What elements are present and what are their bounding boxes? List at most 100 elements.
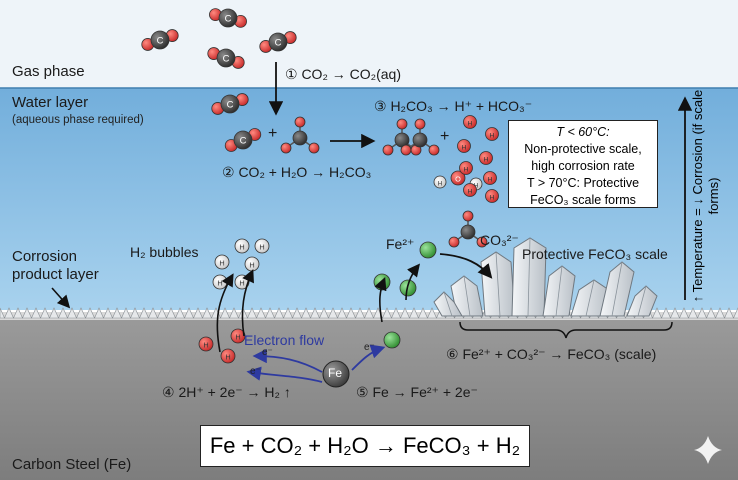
h-plus-ion-letter: H <box>225 353 230 362</box>
electron-arrow-3 <box>351 344 386 371</box>
corrosion-layer-label-1: Corrosion <box>12 248 78 265</box>
carbon-atom <box>460 224 476 240</box>
note-line-4: T > 70°C: Protective <box>526 176 640 190</box>
note-line-1: T < 60°C: <box>556 125 610 139</box>
carbon-atom <box>218 8 238 28</box>
co2-molecule: C <box>211 93 249 115</box>
plus-sign-2: + <box>440 128 450 145</box>
co2-molecule: C <box>224 128 262 152</box>
h-plus-ion <box>463 115 477 129</box>
h-plus-ion <box>485 189 499 203</box>
protective-scale-label: Protective FeCO₃ scale <box>522 246 668 262</box>
h-plus-ion-letter: H <box>490 195 495 202</box>
h-plus-ion <box>230 328 246 344</box>
electron-label-1: e⁻ <box>262 347 273 358</box>
h-plus-ion-letter: H <box>490 133 495 140</box>
corrosion-product-layer <box>0 307 738 320</box>
carbon-steel-label: Carbon Steel (Fe) <box>12 456 132 473</box>
electron-arrow-1 <box>252 348 323 373</box>
corrosion-layer-pointer <box>51 287 71 309</box>
electron-label-3: e⁻ <box>364 342 375 353</box>
oxygen-atom <box>450 170 466 186</box>
oxygen-atom-letter: O <box>455 175 461 184</box>
h-plus-ion <box>198 336 214 352</box>
h-plus-ion <box>463 183 477 197</box>
h-plus-ion-letter: H <box>484 157 489 164</box>
scale-brace <box>459 321 673 339</box>
h-plus-ion <box>220 348 236 364</box>
h-plus-ion <box>479 151 493 165</box>
hydrogen-bubble-letter: H <box>259 243 264 252</box>
carbonate-label: CO₃²⁻ <box>480 232 519 248</box>
feco3-crystals <box>433 237 658 317</box>
hydrogen-bubble <box>234 238 250 254</box>
carbon-atom <box>268 32 288 52</box>
hydrogen-bubble-letter: H <box>249 261 254 270</box>
fe2-ion <box>419 241 437 259</box>
fe-rise-arrow-2 <box>405 263 420 301</box>
carbon-atom-letter: C <box>225 14 232 25</box>
carbon-atom <box>233 130 253 150</box>
electron-flow-label: Electron flow <box>244 332 325 348</box>
oxygen-atom <box>280 142 292 154</box>
gas-phase-region <box>0 0 738 88</box>
oxygen-atom <box>400 144 412 156</box>
electron-arrow-2 <box>246 366 323 383</box>
oxygen-atom <box>414 118 426 130</box>
h-plus-ion <box>485 127 499 141</box>
h-plus-ion-letter: H <box>464 167 469 174</box>
carbon-atom-letter: C <box>275 38 282 49</box>
carbon-atom-letter: C <box>227 100 234 111</box>
note-line-5: FeCO₃ scale forms <box>530 193 636 207</box>
note-line-3: high corrosion rate <box>531 159 635 173</box>
step-4-equation: ④ 2H⁺ + 2e⁻ → H₂ ↑ <box>162 384 291 400</box>
oxygen-atom <box>382 144 394 156</box>
oxygen-atom <box>476 236 488 248</box>
h-plus-ion <box>459 161 473 175</box>
carbon-atom-letter: C <box>223 54 230 65</box>
hydrogen-bubble-letter: H <box>219 259 224 268</box>
co2-molecules-gas: C C C C <box>141 8 297 69</box>
carbon-atom-letter: C <box>240 136 247 147</box>
carbon-atom <box>150 30 170 50</box>
step-1-equation: ① CO₂ → CO₂(aq) <box>285 66 401 82</box>
co2-molecule: C <box>207 47 245 69</box>
fe-atom <box>322 360 350 388</box>
step-2-equation: ② CO₂ + H₂O → H₂CO₃ <box>222 164 372 180</box>
hydrogen-atom <box>433 175 447 189</box>
carbon-atom <box>220 94 240 114</box>
h-plus-ion-letter: H <box>235 333 240 342</box>
co2-molecule: C <box>209 8 247 28</box>
temperature-note-box: T < 60°C: Non-protective scale, high cor… <box>508 120 658 208</box>
h-plus-ion-letter: H <box>468 121 473 128</box>
corrosion-layer-label-2: product layer <box>12 266 99 283</box>
aqueous-note: (aqueous phase required) <box>12 114 144 126</box>
hydrogen-bubble <box>254 238 270 254</box>
fe2-ion-label: Fe²⁺ <box>386 236 415 252</box>
carbonic-acid-molecule <box>400 118 440 156</box>
oxygen-atom <box>462 210 474 222</box>
hydrogen-bubble-letter: H <box>239 243 244 252</box>
h-plus-ion-letter: H <box>488 177 493 184</box>
oxygen-atom <box>308 142 320 154</box>
gas-phase-label: Gas phase <box>12 63 85 80</box>
hydrogen-atom-letter: H <box>474 183 479 190</box>
co2-molecule: C <box>141 29 179 51</box>
hydrogen-atom-letter: H <box>438 181 443 188</box>
fe-to-scale-arrow <box>439 253 493 279</box>
sparkle-icon <box>694 436 722 464</box>
carbon-atom-letter: C <box>157 36 164 47</box>
h-plus-ion-letter: H <box>462 145 467 152</box>
h-plus-ion <box>483 171 497 185</box>
oxygen-atom <box>448 236 460 248</box>
h-plus-ion-letter: H <box>203 341 208 350</box>
step-3-equation: ③ H₂CO₃ → H⁺ + HCO₃⁻ <box>374 98 533 114</box>
fe2-ion <box>383 331 401 349</box>
hydrogen-bubble <box>214 254 230 270</box>
temperature-corrosion-label: ↑ Temperature = ↓ Corrosion (if scale fo… <box>690 89 721 303</box>
carbonic-acid-molecule <box>448 210 488 248</box>
fe-rise-arrow-1 <box>374 277 387 323</box>
oxygen-atom <box>396 118 408 130</box>
